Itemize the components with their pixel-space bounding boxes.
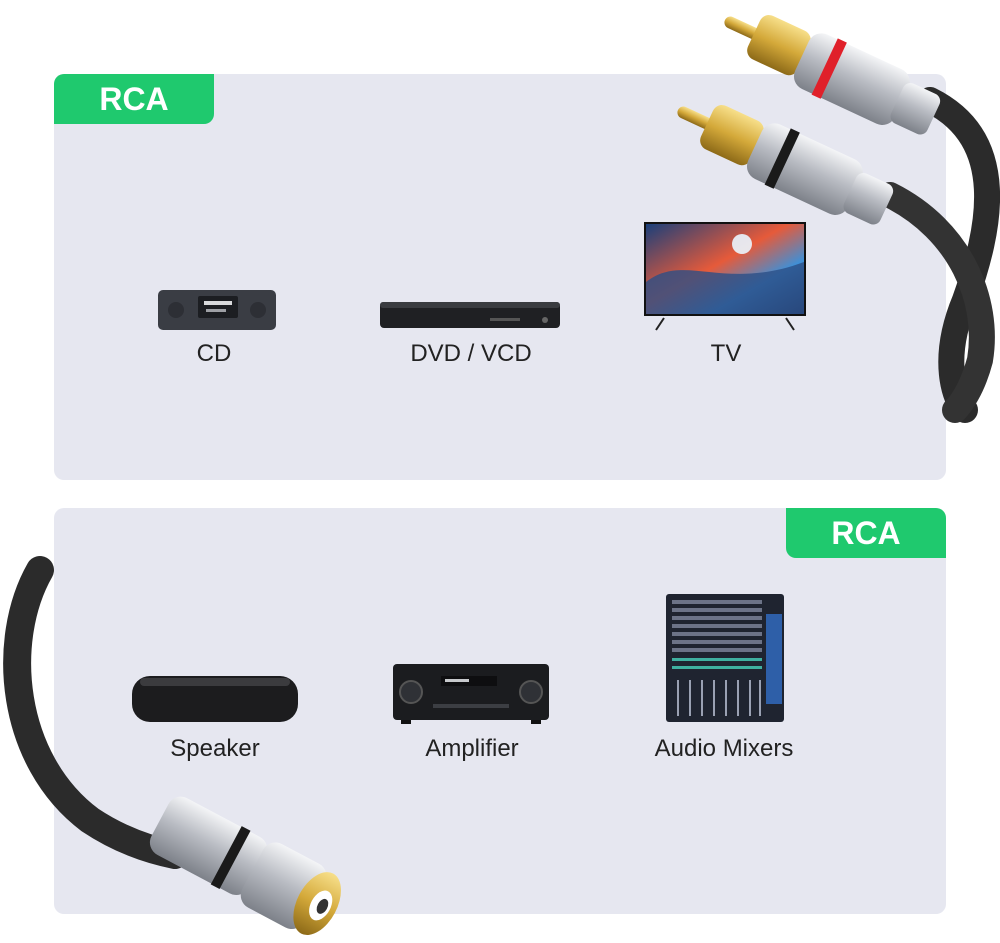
rca-male-plug-red	[724, 15, 941, 135]
audio-mixer-icon	[666, 594, 784, 722]
label-amplifier: Amplifier	[425, 735, 519, 762]
rca-badge-bottom: RCA	[786, 508, 946, 558]
label-cd: CD	[196, 340, 232, 367]
label-tv: TV	[710, 340, 742, 367]
speaker-icon	[132, 676, 298, 722]
rca-male-plug-black	[677, 105, 894, 225]
dvd-player-icon	[380, 302, 560, 328]
rca-badge-top: RCA	[54, 74, 214, 124]
cable-bottom	[3, 556, 189, 869]
tv-icon	[644, 222, 806, 331]
label-audio-mixers: Audio Mixers	[654, 735, 794, 762]
amplifier-icon	[393, 664, 549, 724]
rca-female-plug	[149, 796, 341, 936]
cable-lower	[877, 182, 995, 423]
label-speaker: Speaker	[170, 735, 260, 762]
label-dvd-vcd: DVD / VCD	[410, 340, 532, 367]
cd-player-icon	[158, 290, 276, 330]
